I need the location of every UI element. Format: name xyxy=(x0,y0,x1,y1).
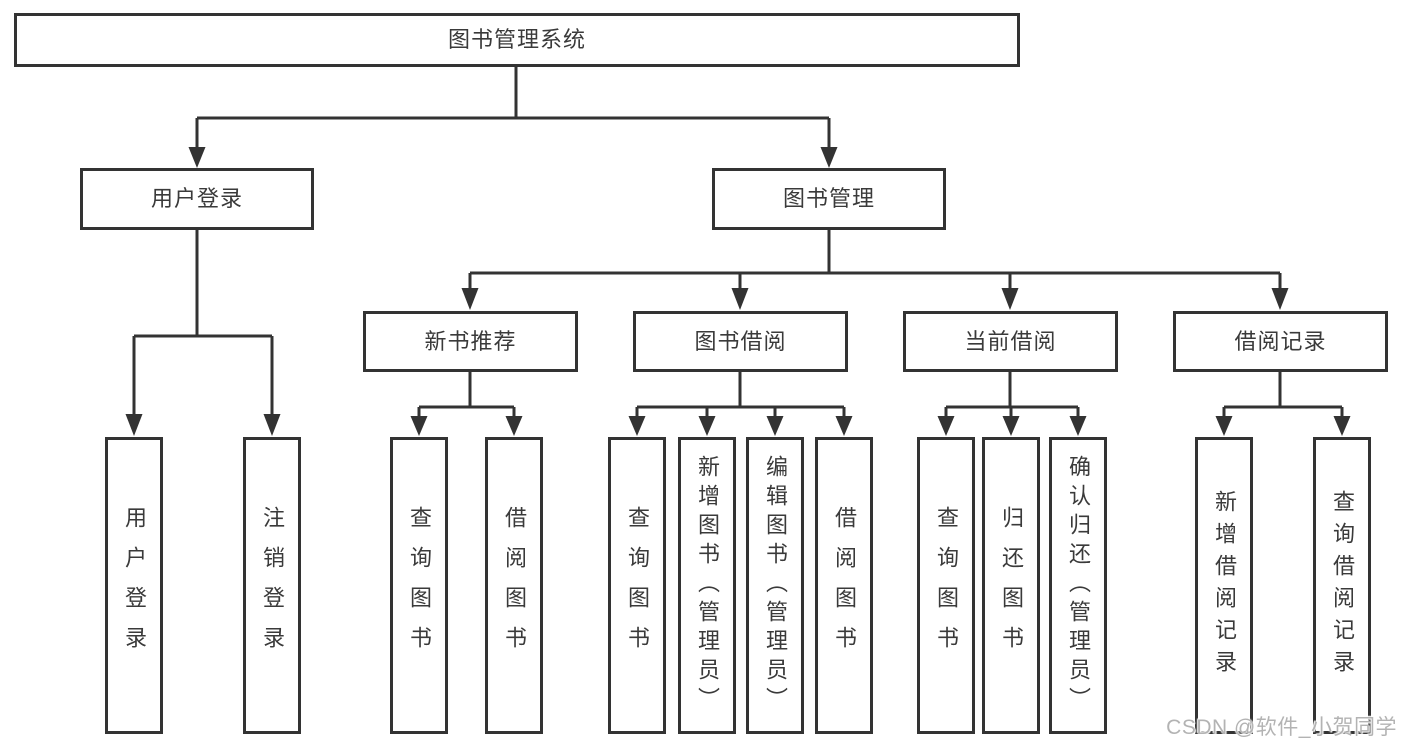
arrow-down-icon xyxy=(410,416,428,436)
leaf-query-books-3: 查询图书 xyxy=(917,437,975,734)
leaf-user-login: 用户登录 xyxy=(105,437,163,734)
leaf-borrow-books-1: 借阅图书 xyxy=(485,437,543,734)
node-library-system: 图书管理系统 xyxy=(14,13,1020,67)
arrow-down-icon xyxy=(820,147,838,168)
arrow-down-icon xyxy=(188,147,206,168)
node-book-borrowing: 图书借阅 xyxy=(633,311,848,372)
leaf-query-borrow-record: 查询借阅记录 xyxy=(1313,437,1371,734)
arrow-down-icon xyxy=(461,288,479,310)
arrow-down-icon xyxy=(731,288,749,310)
arrow-down-icon xyxy=(125,414,143,436)
leaf-logout: 注销登录 xyxy=(243,437,301,734)
leaf-query-books-2: 查询图书 xyxy=(608,437,666,734)
arrow-down-icon xyxy=(1001,288,1019,310)
arrow-down-icon xyxy=(1069,416,1087,436)
node-borrowing-records: 借阅记录 xyxy=(1173,311,1388,372)
arrow-down-icon xyxy=(937,416,955,436)
node-current-borrowing: 当前借阅 xyxy=(903,311,1118,372)
csdn-watermark: CSDN @软件_小贺同学 xyxy=(1166,716,1397,739)
leaf-edit-book-admin: 编辑图书（管理员） xyxy=(746,437,804,734)
node-user-login: 用户登录 xyxy=(80,168,314,230)
node-book-management: 图书管理 xyxy=(712,168,946,230)
leaf-add-borrow-record: 新增借阅记录 xyxy=(1195,437,1253,734)
leaf-confirm-return-admin: 确认归还（管理员） xyxy=(1049,437,1107,734)
arrow-down-icon xyxy=(1271,288,1289,310)
arrow-down-icon xyxy=(766,416,784,436)
arrow-down-icon xyxy=(698,416,716,436)
leaf-borrow-books-2: 借阅图书 xyxy=(815,437,873,734)
arrow-down-icon xyxy=(1333,416,1351,436)
node-new-book-recommendation: 新书推荐 xyxy=(363,311,578,372)
arrow-down-icon xyxy=(1215,416,1233,436)
leaf-add-book-admin: 新增图书（管理员） xyxy=(678,437,736,734)
arrow-down-icon xyxy=(263,414,281,436)
leaf-return-books: 归还图书 xyxy=(982,437,1040,734)
arrow-down-icon xyxy=(835,416,853,436)
arrow-down-icon xyxy=(1002,416,1020,436)
leaf-query-books-1: 查询图书 xyxy=(390,437,448,734)
arrow-down-icon xyxy=(505,416,523,436)
arrow-down-icon xyxy=(628,416,646,436)
